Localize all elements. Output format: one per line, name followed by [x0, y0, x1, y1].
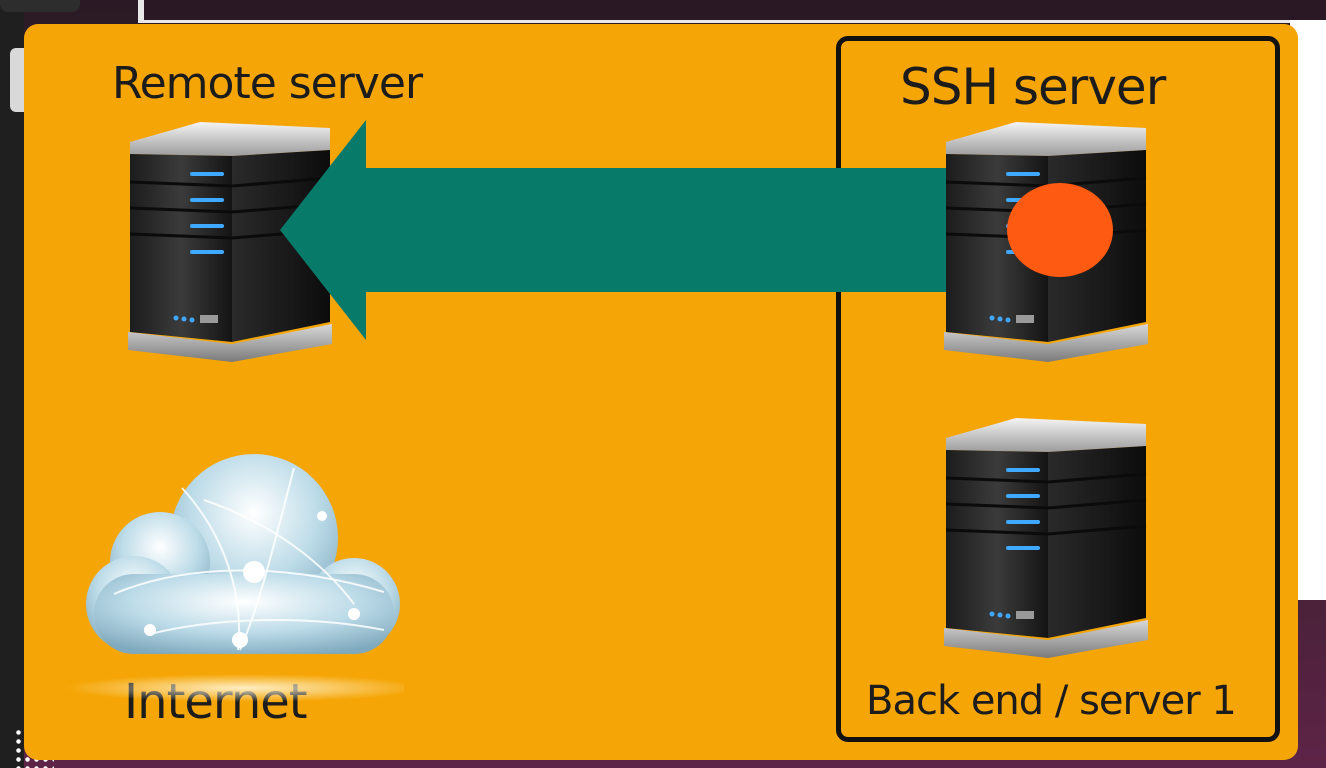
diagram-slide: Remote server SSH server Internet Back e… — [24, 24, 1298, 760]
backend-server-label: Back end / server 1 — [866, 678, 1237, 724]
remote-server-label: Remote server — [112, 58, 423, 109]
internet-cloud-icon — [64, 454, 404, 702]
ssh-server-label: SSH server — [900, 58, 1166, 116]
connection-arrow — [280, 120, 1010, 340]
side-dock — [0, 0, 80, 768]
ssh-server-group — [836, 36, 1280, 742]
data-packet-icon — [1007, 183, 1113, 277]
dock-handle[interactable] — [10, 48, 24, 112]
dock-top-edge — [0, 0, 80, 12]
remote-server-icon — [128, 122, 332, 362]
backend-server-icon — [944, 418, 1148, 658]
background-window — [138, 0, 1326, 23]
